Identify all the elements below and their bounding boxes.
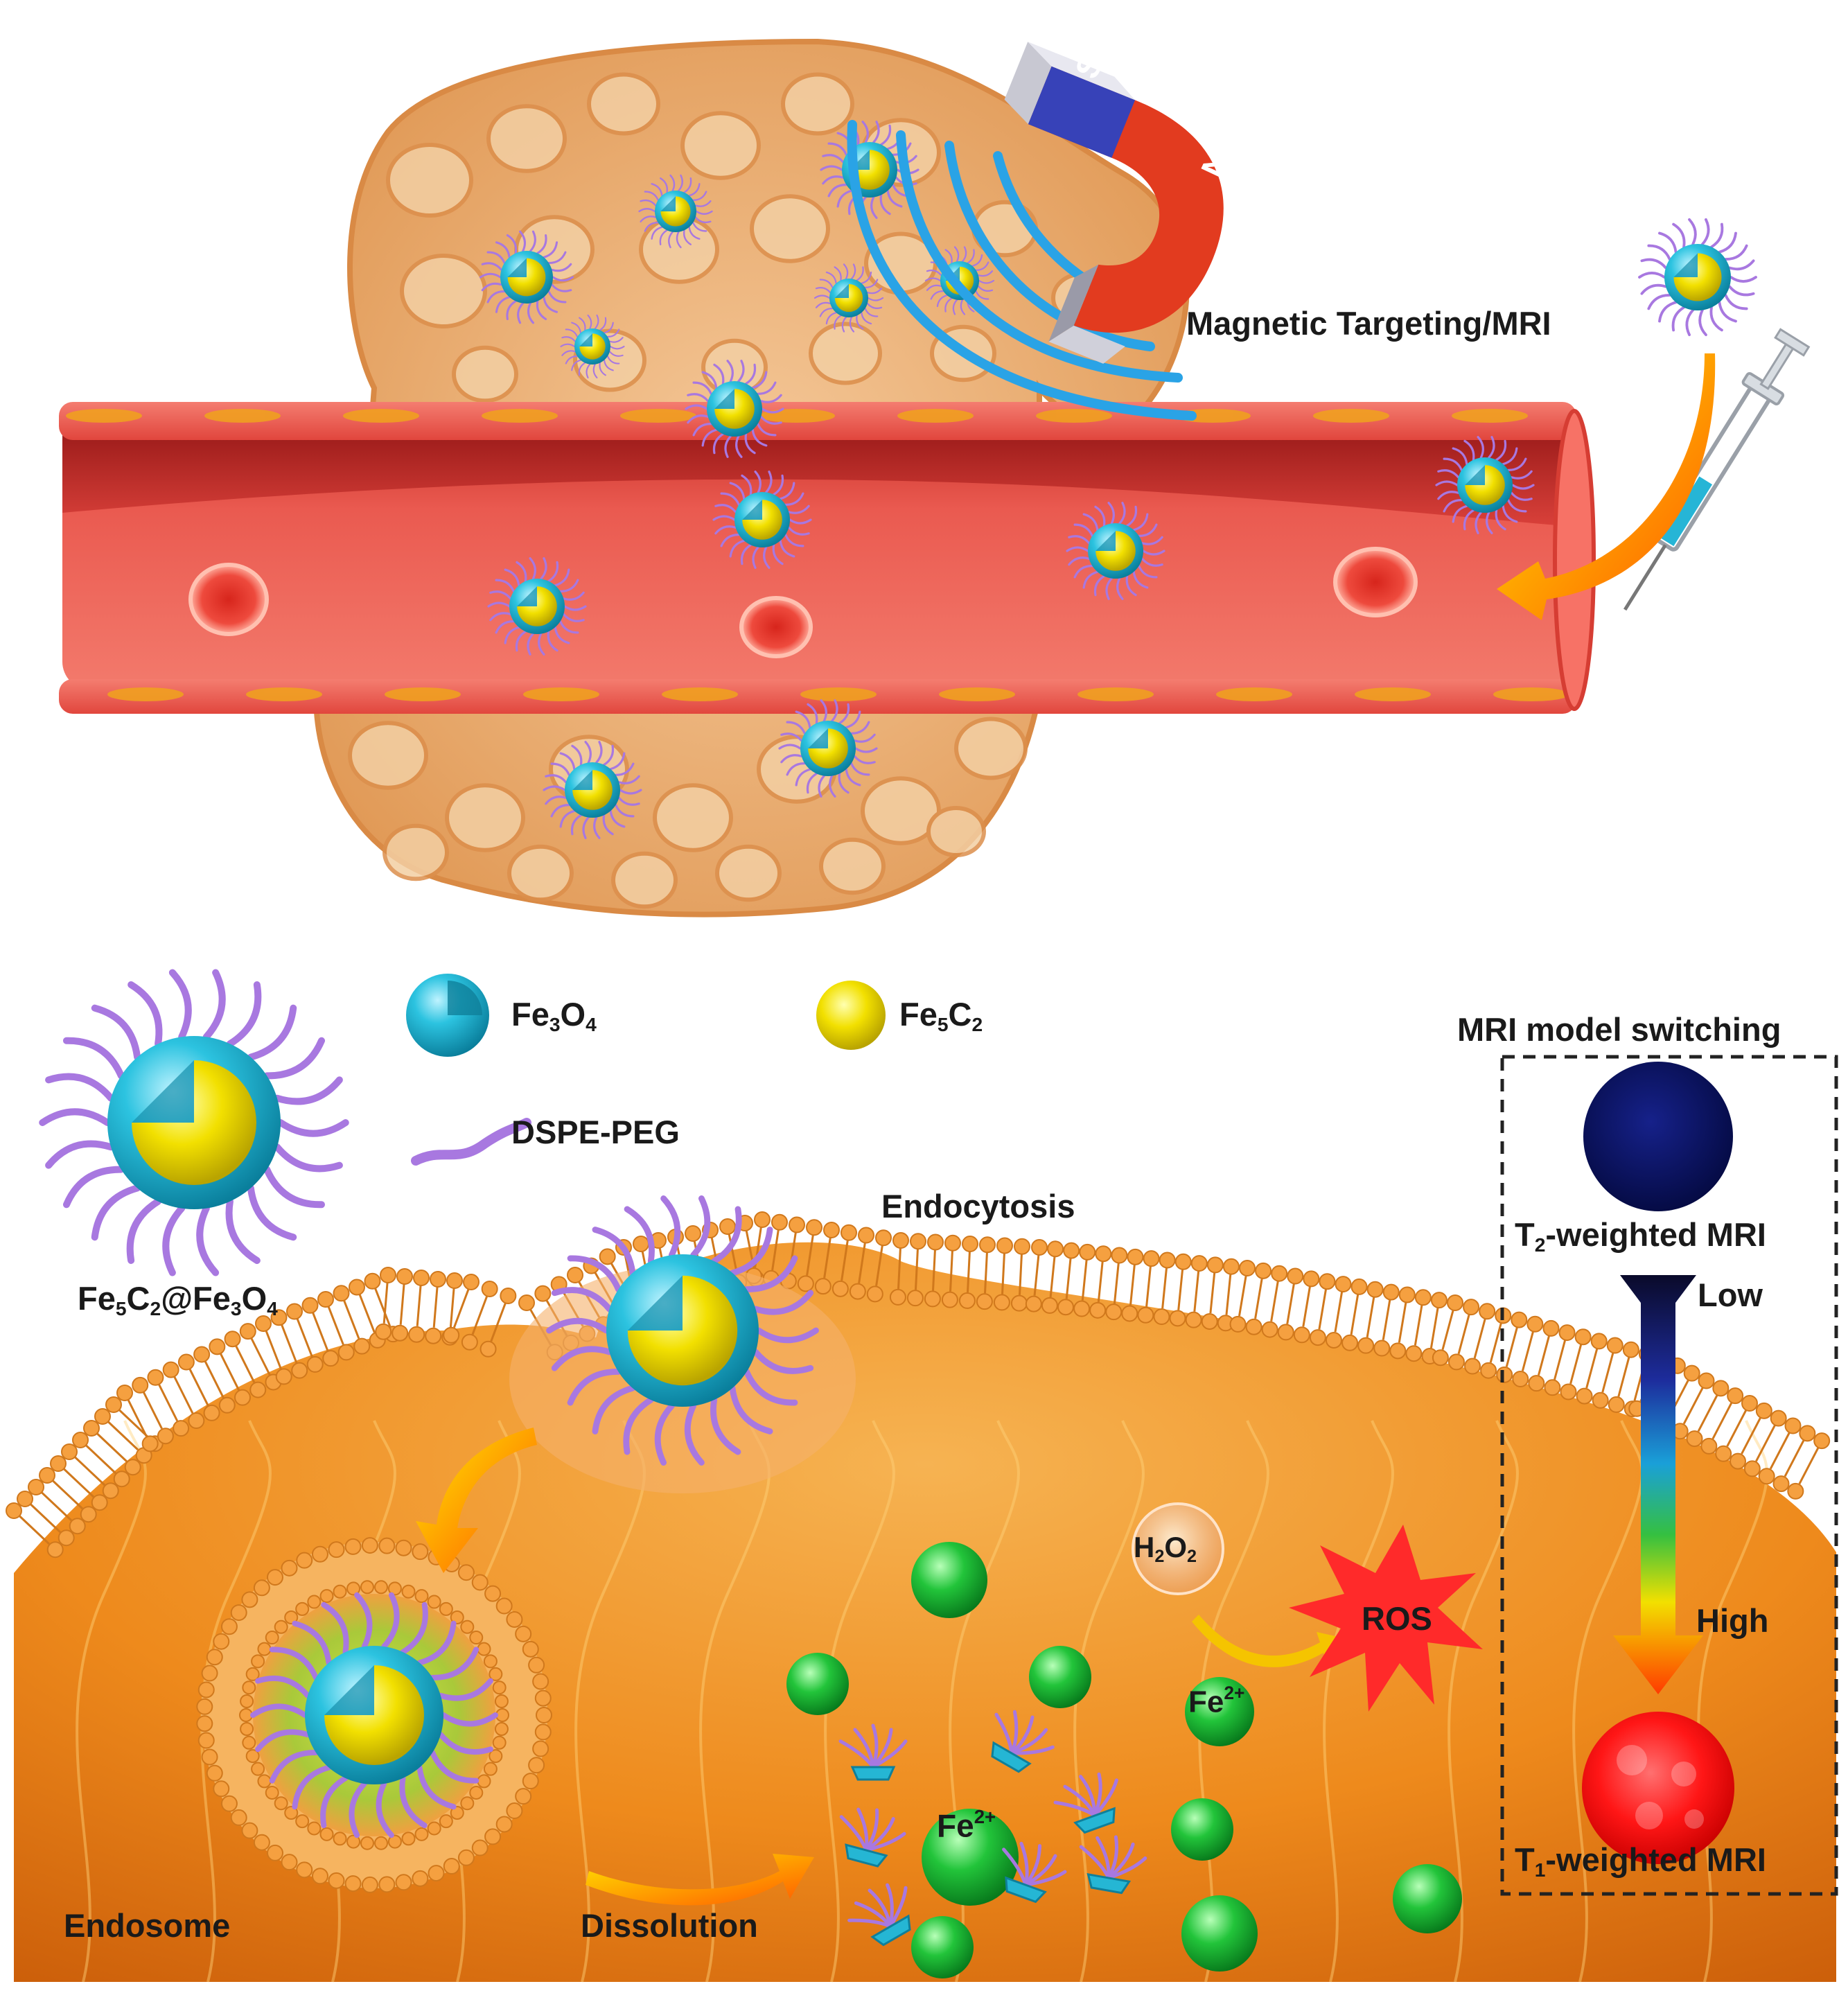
endothelial-cell — [482, 409, 558, 423]
endothelial-cell — [343, 409, 419, 423]
endothelial-cell — [939, 687, 1015, 701]
dissolution-label: Dissolution — [581, 1909, 758, 1942]
ros-label: ROS — [1362, 1602, 1432, 1635]
endothelial-cell — [385, 687, 461, 701]
legend-nanoparticle-icon — [42, 972, 346, 1272]
red-blood-cell — [1335, 549, 1416, 615]
endothelial-cell — [1493, 687, 1569, 701]
legend-fe3o4-label: Fe3O4 — [511, 998, 597, 1034]
endothelial-cell — [800, 687, 877, 701]
fe2-ion-label-large: Fe2+ — [937, 1807, 996, 1841]
endothelial-cell — [662, 687, 738, 701]
low-signal-label: Low — [1698, 1279, 1763, 1311]
t1-weighted-label: T1-weighted MRI — [1515, 1843, 1766, 1879]
endothelial-cell — [66, 409, 142, 423]
tumor-cell — [821, 840, 883, 893]
fe2-ion-icon — [1029, 1646, 1091, 1708]
fe2-ion-icon — [786, 1653, 849, 1715]
nanoparticle-icon — [1639, 220, 1756, 335]
endothelial-cell — [1452, 409, 1528, 423]
fe2-ion-icon — [1171, 1798, 1233, 1861]
legend-fe5c2-label: Fe5C2 — [899, 998, 983, 1034]
endothelial-cell — [523, 687, 599, 701]
magnetic-targeting-label: Magnetic Targeting/MRI — [1186, 307, 1551, 340]
endothelial-cell — [1355, 687, 1431, 701]
endothelial-cell — [759, 409, 835, 423]
endothelial-cell — [620, 409, 696, 423]
fe2-ion-icon — [1181, 1895, 1258, 1972]
tumor-cell — [447, 785, 523, 850]
tumor-cell — [655, 785, 731, 850]
particle-name-label: Fe5C2@Fe3O4 — [78, 1282, 278, 1318]
endothelial-cell — [1077, 687, 1154, 701]
t2-weighted-label: T2-weighted MRI — [1515, 1218, 1766, 1254]
fe2-ion-icon — [911, 1542, 987, 1618]
tumor-cell — [385, 826, 447, 879]
peg-legend-icon — [416, 1123, 527, 1161]
legend-peg-label: DSPE-PEG — [511, 1116, 680, 1148]
red-blood-cell — [191, 565, 267, 634]
tumor-cell — [350, 723, 426, 788]
endothelial-cell — [897, 409, 974, 423]
fe5c2-legend-icon — [816, 981, 886, 1050]
endothelial-cell — [1216, 687, 1292, 701]
blood-vessel — [59, 402, 1594, 714]
tumor-cell — [613, 854, 676, 907]
h2o2-label: H2O2 — [1134, 1533, 1197, 1565]
t2-signal-circle — [1583, 1062, 1733, 1211]
tumor-cell — [454, 348, 516, 401]
endosome-label: Endosome — [64, 1909, 230, 1942]
tumor-cell — [388, 145, 471, 216]
tumor-cell — [752, 196, 828, 261]
endocytosis-label: Endocytosis — [881, 1190, 1075, 1222]
endothelial-cell — [107, 687, 184, 701]
high-signal-label: High — [1696, 1604, 1768, 1637]
tumor-cell — [929, 808, 984, 855]
endothelial-cell — [1036, 409, 1112, 423]
tumor-cell — [683, 113, 759, 178]
endothelial-cell — [204, 409, 281, 423]
tumor-cell — [783, 75, 852, 134]
endothelial-cell — [246, 687, 322, 701]
mri-switching-title: MRI model switching — [1457, 1013, 1781, 1046]
tumor-cell — [402, 256, 485, 326]
tumor-cell — [811, 324, 880, 383]
tumor-cell — [717, 847, 780, 900]
fe2-ion-icon — [911, 1916, 974, 1978]
tumor-cell — [956, 719, 1026, 778]
tumor-cell — [509, 847, 572, 900]
endothelial-cell — [1313, 409, 1389, 423]
fe2-ion-icon — [1393, 1864, 1462, 1933]
red-blood-cell — [741, 598, 811, 656]
tumor-cell — [489, 106, 565, 171]
fe2-ion-label-small: Fe2+ — [1188, 1684, 1244, 1717]
fe3o4-legend-icon — [406, 974, 489, 1057]
tumor-cell — [589, 75, 658, 134]
